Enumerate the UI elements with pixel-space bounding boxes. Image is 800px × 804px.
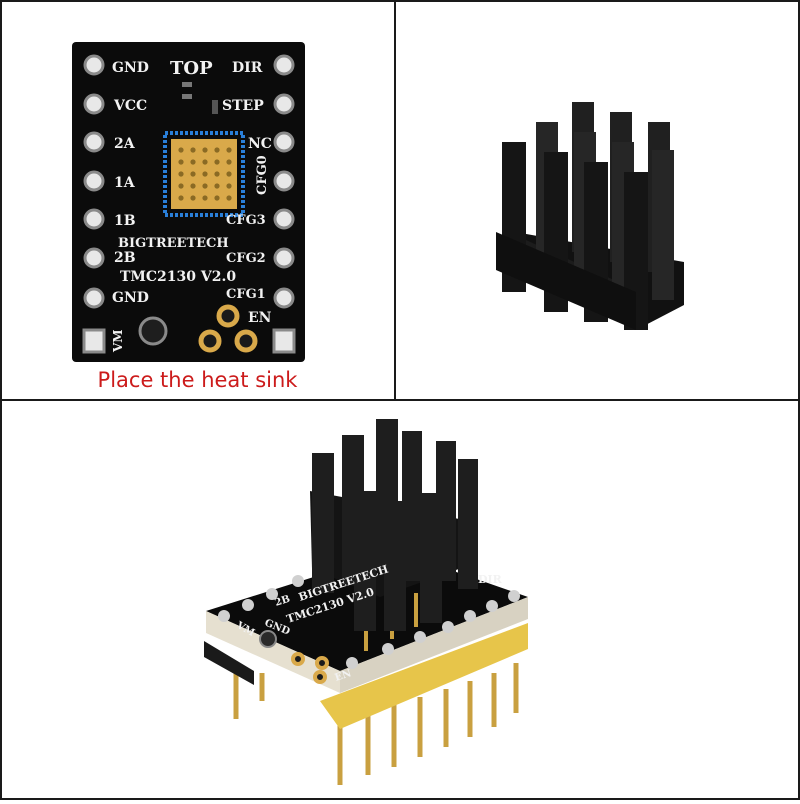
heatsink-panel [396,0,800,399]
smd-component [182,94,192,99]
assembled-gold-pads [291,652,329,684]
pin-label-cfg1: CFG1 [226,287,266,302]
pin-pad [83,170,105,192]
pin-label-cfg3: CFG3 [226,213,266,228]
pin-pad [83,208,105,230]
square-pin-pad [82,328,106,354]
assembled-driver-panel: DIR BIGTREETECH TMC2130 V2.0 GND VM EN 2… [0,401,800,800]
top-label: TOP [170,58,213,79]
chip-pad [178,183,184,189]
panel-divider-horizontal [0,399,800,401]
chip-pad [214,195,220,201]
smd-component [212,100,218,114]
chip-pad [178,159,184,165]
assembled-pcb-edge-right [340,597,528,693]
chip-pad [202,183,208,189]
pin-label-step: STEP [222,98,264,114]
pin-label-gnd-2: GND [112,290,149,306]
assembled-dir-label: DIR [478,573,503,586]
assembled-driver-image: DIR BIGTREETECH TMC2130 V2.0 GND VM EN 2… [204,419,528,785]
chip-pad [214,171,220,177]
square-pin-pad [272,328,296,354]
pin-label-cfg0: CFG0 [255,155,270,195]
chip-pad [202,147,208,153]
pin-header-yellow [320,623,528,729]
chip-pad [214,183,220,189]
heatsink-front-face [496,232,636,330]
assembled-pin-pads [218,575,520,669]
pin-pad [83,54,105,76]
pin-label-2a: 2A [114,136,136,152]
model-label: TMC2130 V2.0 [120,269,236,285]
pin-label-1b: 1B [114,213,136,229]
chip-pad [190,183,196,189]
pin-label-1a: 1A [114,175,136,191]
pin-pad [83,247,105,269]
smd-component [182,82,192,87]
chip-pad [202,171,208,177]
header-pins-bottom [233,663,519,785]
vm-label: VM [111,329,125,353]
caption-text: Place the heat sink [97,368,298,392]
brand-label: BIGTREETECH [118,236,229,251]
chip-pad [214,147,220,153]
chip-pad [190,171,196,177]
pin-pad [83,131,105,153]
pin-header-black [204,641,254,685]
driver-board-top-view: GND VCC 2A 1A 1B 2B GND TOP DIR STEP NC … [72,42,305,362]
chip-pad [178,171,184,177]
heatsink-image [496,102,684,330]
pin-pad [273,170,295,192]
pin-pad [273,287,295,309]
potentiometer [138,316,168,346]
assembled-2b-label: 2B [274,594,292,609]
pin-label-2b: 2B [114,250,136,266]
pin-pad [273,131,295,153]
pin-pad [83,287,105,309]
pin-label-en: EN [248,310,272,326]
assembled-potentiometer [259,630,277,648]
pin-pad [83,93,105,115]
assembled-en-label: EN [334,668,353,684]
pin-label-nc: NC [248,136,272,152]
pin-label-dir: DIR [232,60,263,76]
pin-label-gnd: GND [112,60,149,76]
chip-pad [226,195,232,201]
chip-pad-grid [178,147,232,201]
pin-pad [273,247,295,269]
chip-pad [226,171,232,177]
gold-pad [234,329,258,353]
pin-pad [273,208,295,230]
chip-pad [202,159,208,165]
left-pin-column [82,54,106,354]
gold-pad [216,304,240,328]
chip-pad [190,195,196,201]
panel-divider-vertical [394,0,396,400]
pin-pad [273,54,295,76]
driver-board-panel: GND VCC 2A 1A 1B 2B GND TOP DIR STEP NC … [0,0,395,400]
chip-pad [226,147,232,153]
chip-pad [202,195,208,201]
pin-label-vcc: VCC [113,98,147,114]
pin-pad [273,93,295,115]
chip-pad [226,159,232,165]
assembled-pcb-edge-left [206,611,340,693]
chip-pad [178,195,184,201]
chip-pad [190,147,196,153]
pin-label-cfg2: CFG2 [226,251,266,266]
chip-pad [178,147,184,153]
gold-pad [198,329,222,353]
chip-pad [214,159,220,165]
chip-pad [190,159,196,165]
assembled-heatsink-fins [312,419,478,631]
right-pin-column [272,54,296,354]
chip-pad [226,183,232,189]
